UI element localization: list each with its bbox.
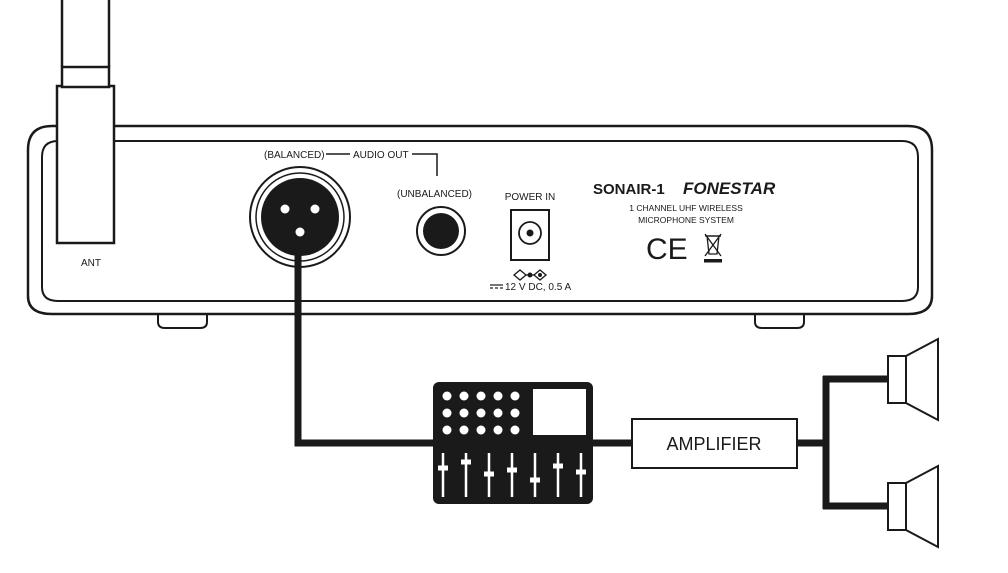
mixer-knob (476, 391, 486, 401)
mixer-knob (459, 408, 469, 418)
receiver-front-panel (41, 140, 919, 302)
receiver-foot-left (157, 312, 208, 329)
description-line-1: 1 CHANNEL UHF WIRELESS (629, 203, 743, 213)
mixer-knob (476, 408, 486, 418)
mixer-knob (510, 408, 520, 418)
mixer-fader-knob (461, 459, 471, 465)
polarity-icon (512, 269, 548, 281)
mixer-knob (459, 425, 469, 435)
xlr-pin-1 (280, 204, 290, 214)
mixer-knob (510, 391, 520, 401)
power-jack (510, 209, 550, 261)
xlr-body (261, 178, 339, 256)
power-in-label: POWER IN (505, 192, 556, 203)
mixer-knob (493, 425, 503, 435)
xlr-pin-3 (295, 227, 305, 237)
amplifier-label: AMPLIFIER (666, 434, 761, 454)
audio-out-bracket-right (412, 153, 438, 176)
power-jack-pin (526, 229, 534, 237)
unbalanced-label: (UNBALANCED) (397, 189, 472, 200)
mixer-knob (459, 391, 469, 401)
mixer-knob (442, 391, 452, 401)
brand-name: FONESTAR (683, 179, 776, 198)
antenna-base (55, 84, 116, 245)
mixer-fader-knob (484, 471, 494, 477)
cable-amplifier-to-speakers (797, 375, 890, 510)
balanced-label: (BALANCED) (264, 150, 325, 161)
mixer-knob (493, 408, 503, 418)
mixer-fader-knob (530, 477, 540, 483)
mixer-knob (510, 425, 520, 435)
cable-xlr-to-mixer (294, 250, 437, 447)
antenna-label: ANT (81, 258, 101, 269)
jack-body (423, 213, 459, 249)
receiver-unit (26, 124, 934, 329)
mixer-knob (476, 425, 486, 435)
mixer-fader-knob (507, 467, 517, 473)
xlr-connector (249, 166, 351, 268)
weee-bin-icon (704, 233, 722, 263)
audio-out-label: AUDIO OUT (353, 150, 409, 161)
mixer-fader-knob (438, 465, 448, 471)
speaker-icon (887, 464, 939, 549)
power-spec-label: 12 V DC, 0.5 A (505, 282, 571, 293)
antenna (55, 0, 116, 245)
mixer-knob (442, 408, 452, 418)
mixer-knob (493, 391, 503, 401)
jack-connector (416, 206, 466, 256)
mixer-icon (433, 382, 593, 504)
dc-symbol-icon (490, 284, 503, 289)
speaker-icon (887, 337, 939, 422)
receiver-foot-right (754, 312, 805, 329)
model-name: SONAIR-1 (593, 181, 665, 198)
mixer-fader-knob (553, 463, 563, 469)
mixer-knob (442, 425, 452, 435)
xlr-pin-2 (310, 204, 320, 214)
antenna-collar (60, 65, 111, 89)
mixer-fader-knob (576, 469, 586, 475)
ce-mark: CE (646, 233, 688, 266)
description-line-2: MICROPHONE SYSTEM (638, 215, 734, 225)
amplifier-box (631, 418, 798, 469)
